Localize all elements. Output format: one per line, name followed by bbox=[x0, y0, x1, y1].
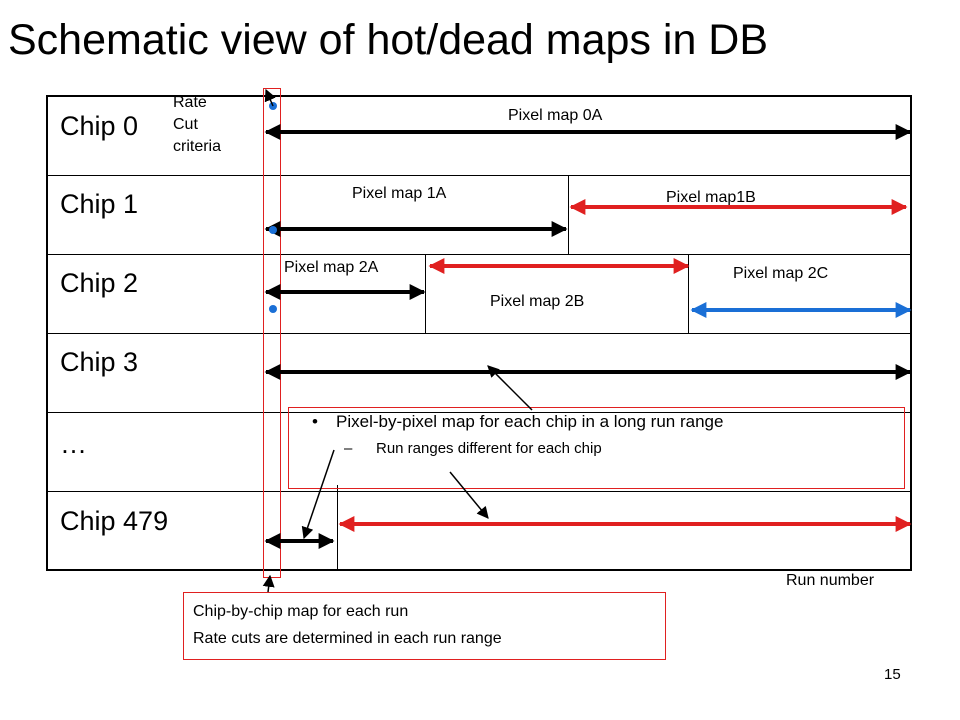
pixel-note-dash: – bbox=[344, 440, 353, 457]
chip-grid bbox=[46, 95, 912, 571]
page-title: Schematic view of hot/dead maps in DB bbox=[8, 16, 769, 64]
rate-cut-dot bbox=[269, 305, 277, 313]
pixel-note-subtext: Run ranges different for each chip bbox=[376, 440, 602, 457]
chip-label-0: Chip 0 bbox=[60, 111, 139, 141]
rate-cut-dot bbox=[269, 226, 277, 234]
chip-label-ellipsis: … bbox=[60, 429, 87, 459]
rate-cut-label-line3: criteria bbox=[173, 138, 222, 155]
pixel-note-pointer-up bbox=[487, 365, 533, 411]
chip-note-line2: Rate cuts are determined in each run ran… bbox=[193, 630, 502, 647]
pixel-note-text: Pixel-by-pixel map for each chip in a lo… bbox=[336, 412, 724, 431]
pixel-note-pointer-left bbox=[301, 449, 335, 540]
pixel-map-2a-label: Pixel map 2A bbox=[284, 259, 379, 276]
rate-cut-pointer bbox=[264, 88, 276, 107]
page-number: 15 bbox=[884, 666, 901, 683]
chip-note-pointer bbox=[262, 574, 275, 593]
chip-note-box bbox=[183, 592, 666, 660]
chip-label-3: Chip 3 bbox=[60, 347, 139, 377]
chip-label-1: Chip 1 bbox=[60, 189, 139, 219]
rate-cut-label-line2: Cut bbox=[173, 116, 198, 133]
pixel-map-1a-label: Pixel map 1A bbox=[352, 185, 447, 202]
rate-cut-label-line1: Rate bbox=[173, 94, 207, 111]
row-divider bbox=[48, 333, 910, 334]
map-boundary-479 bbox=[337, 485, 338, 571]
pixel-note-pointer-down bbox=[449, 471, 489, 519]
chip-label-2: Chip 2 bbox=[60, 268, 139, 298]
pixel-map-2b-label: Pixel map 2B bbox=[490, 293, 585, 310]
chip-note-line1: Chip-by-chip map for each run bbox=[193, 603, 409, 620]
row-divider bbox=[48, 412, 910, 413]
pixel-map-2c-label: Pixel map 2C bbox=[733, 265, 829, 282]
map-boundary-1 bbox=[568, 175, 569, 254]
pixel-map-0a-label: Pixel map 0A bbox=[508, 107, 603, 124]
pixel-note-box bbox=[288, 407, 905, 489]
row-divider bbox=[48, 254, 910, 255]
row-divider bbox=[48, 175, 910, 176]
run-number-label: Run number bbox=[786, 572, 875, 589]
map-boundary-2b bbox=[688, 254, 689, 333]
pixel-note-bullet: • bbox=[312, 412, 318, 431]
chip-label-479: Chip 479 bbox=[60, 506, 169, 536]
row-divider bbox=[48, 491, 910, 492]
